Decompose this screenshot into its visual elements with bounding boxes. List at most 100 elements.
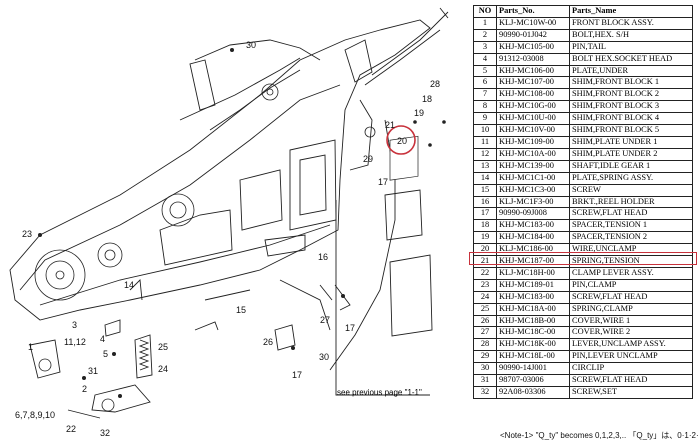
cell-no: 6 — [473, 76, 497, 90]
cell-no: 3 — [473, 40, 497, 54]
cell-no: 14 — [473, 171, 497, 185]
gear-wheels — [34, 83, 376, 412]
cell-parts-no: KHJ-MC189-01 — [496, 278, 570, 292]
callout-25: 25 — [158, 342, 168, 352]
callout-23: 23 — [22, 229, 32, 239]
cell-parts-no: KHJ-MC10V-00 — [496, 124, 570, 137]
cell-no: 13 — [473, 159, 497, 173]
cell-parts-name: SPACER,TENSION 1 — [569, 219, 693, 233]
cell-no: 26 — [473, 314, 497, 328]
cell-parts-name: PLATE,UNDER — [569, 64, 693, 78]
cell-no: 10 — [473, 124, 497, 137]
cell-parts-no: KHJ-MC106-00 — [496, 64, 570, 78]
cell-parts-name: PIN,CLAMP — [569, 278, 693, 292]
cell-no: 7 — [473, 88, 497, 102]
cell-parts-no: KHJ-MC18K-00 — [496, 338, 570, 352]
cell-no: 12 — [473, 147, 497, 161]
cell-parts-name: SHIM,PLATE UNDER 1 — [569, 135, 693, 149]
cell-parts-name: SCREW,FLAT HEAD — [569, 207, 693, 221]
cell-parts-name: SHIM,FRONT BLOCK 1 — [569, 76, 693, 90]
cell-parts-name: PIN,TAIL — [569, 40, 693, 54]
cell-parts-name: SHIM,FRONT BLOCK 3 — [569, 100, 693, 114]
cell-parts-no: KHJ-MC184-00 — [496, 231, 570, 245]
callout-14: 14 — [124, 280, 134, 290]
cell-parts-name: SCREW — [569, 183, 693, 197]
cell-parts-name: SPACER,TENSION 2 — [569, 231, 693, 245]
cell-parts-no: 90990-14J001 — [496, 362, 570, 376]
callout-30: 30 — [246, 40, 256, 50]
callout-29: 29 — [363, 154, 373, 164]
cell-parts-name: CLAMP LEVER ASSY. — [569, 266, 693, 280]
cell-no: 11 — [473, 135, 497, 149]
label-plates — [389, 135, 419, 181]
callout-15: 15 — [236, 305, 246, 315]
callout-5: 5 — [103, 349, 108, 359]
cell-parts-no: KHJ-MC108-00 — [496, 88, 570, 102]
cell-parts-no: KHJ-MC109-00 — [496, 135, 570, 149]
cell-no: 19 — [473, 231, 497, 245]
cell-parts-no: KHJ-MC1C3-00 — [496, 183, 570, 197]
footnote: <Note-1> "Q_ty" becomes 0,1,2,3,.. 「Q_ty… — [500, 431, 699, 440]
cell-parts-no: KHJ-MC1C1-00 — [496, 171, 570, 185]
cell-parts-name: CIRCLIP — [569, 362, 693, 376]
callout-21: 21 — [385, 120, 395, 130]
callout-17: 17 — [378, 177, 388, 187]
cell-parts-name: BRKT.,REEL HOLDER — [569, 195, 693, 209]
cell-no: 31 — [473, 374, 497, 387]
exploded-parts-drawing: 30 28 18 19 21 20 29 17 23 16 14 15 3 11… — [9, 7, 449, 438]
cell-parts-name: SPRING,CLAMP — [569, 302, 693, 316]
screw-heads — [38, 48, 446, 398]
cell-parts-name: COVER,WIRE 1 — [569, 314, 693, 328]
cell-parts-name: SHIM,FRONT BLOCK 2 — [569, 88, 693, 102]
callout-32: 32 — [100, 428, 110, 438]
cell-parts-no: KHJ-MC139-00 — [496, 159, 570, 173]
cell-parts-name: PLATE,SPRING ASSY. — [569, 171, 693, 185]
callout-20: 20 — [397, 136, 407, 146]
header-parts-name: Parts_Name — [569, 5, 693, 18]
cell-parts-no: KHJ-MC18B-00 — [496, 314, 570, 328]
cell-parts-no: KLJ-MC1F3-00 — [496, 195, 570, 209]
cell-no: 1 — [473, 16, 497, 30]
cell-parts-no: 98707-03006 — [496, 374, 570, 387]
cell-parts-name: SHIM,FRONT BLOCK 5 — [569, 124, 693, 137]
cell-no: 24 — [473, 290, 497, 304]
callout-30b: 30 — [319, 352, 329, 362]
cell-parts-no: 91312-03008 — [496, 52, 570, 66]
cell-parts-name: BOLT,HEX. S/H — [569, 28, 693, 42]
cell-no: 8 — [473, 100, 497, 114]
cell-no: 4 — [473, 52, 497, 66]
cell-parts-name: LEVER,UNCLAMP ASSY. — [569, 338, 693, 352]
callout-16: 16 — [318, 252, 328, 262]
cell-parts-name: PIN,LEVER UNCLAMP — [569, 350, 693, 364]
callout-6-10: 6,7,8,9,10 — [15, 410, 55, 420]
cell-parts-no: KLJ-MC10W-00 — [496, 16, 570, 30]
cell-no: 25 — [473, 302, 497, 316]
cell-no: 30 — [473, 362, 497, 376]
row-20-highlight-box — [469, 252, 697, 265]
cell-no: 9 — [473, 112, 497, 126]
header-parts-no: Parts_No. — [496, 5, 570, 18]
cell-parts-no: 90990-09J008 — [496, 207, 570, 221]
cell-no: 15 — [473, 183, 497, 197]
callout-labels: 30 28 18 19 21 20 29 17 23 16 14 15 3 11… — [15, 40, 440, 438]
cell-parts-name: SCREW,FLAT HEAD — [569, 290, 693, 304]
callout-2: 2 — [82, 384, 87, 394]
